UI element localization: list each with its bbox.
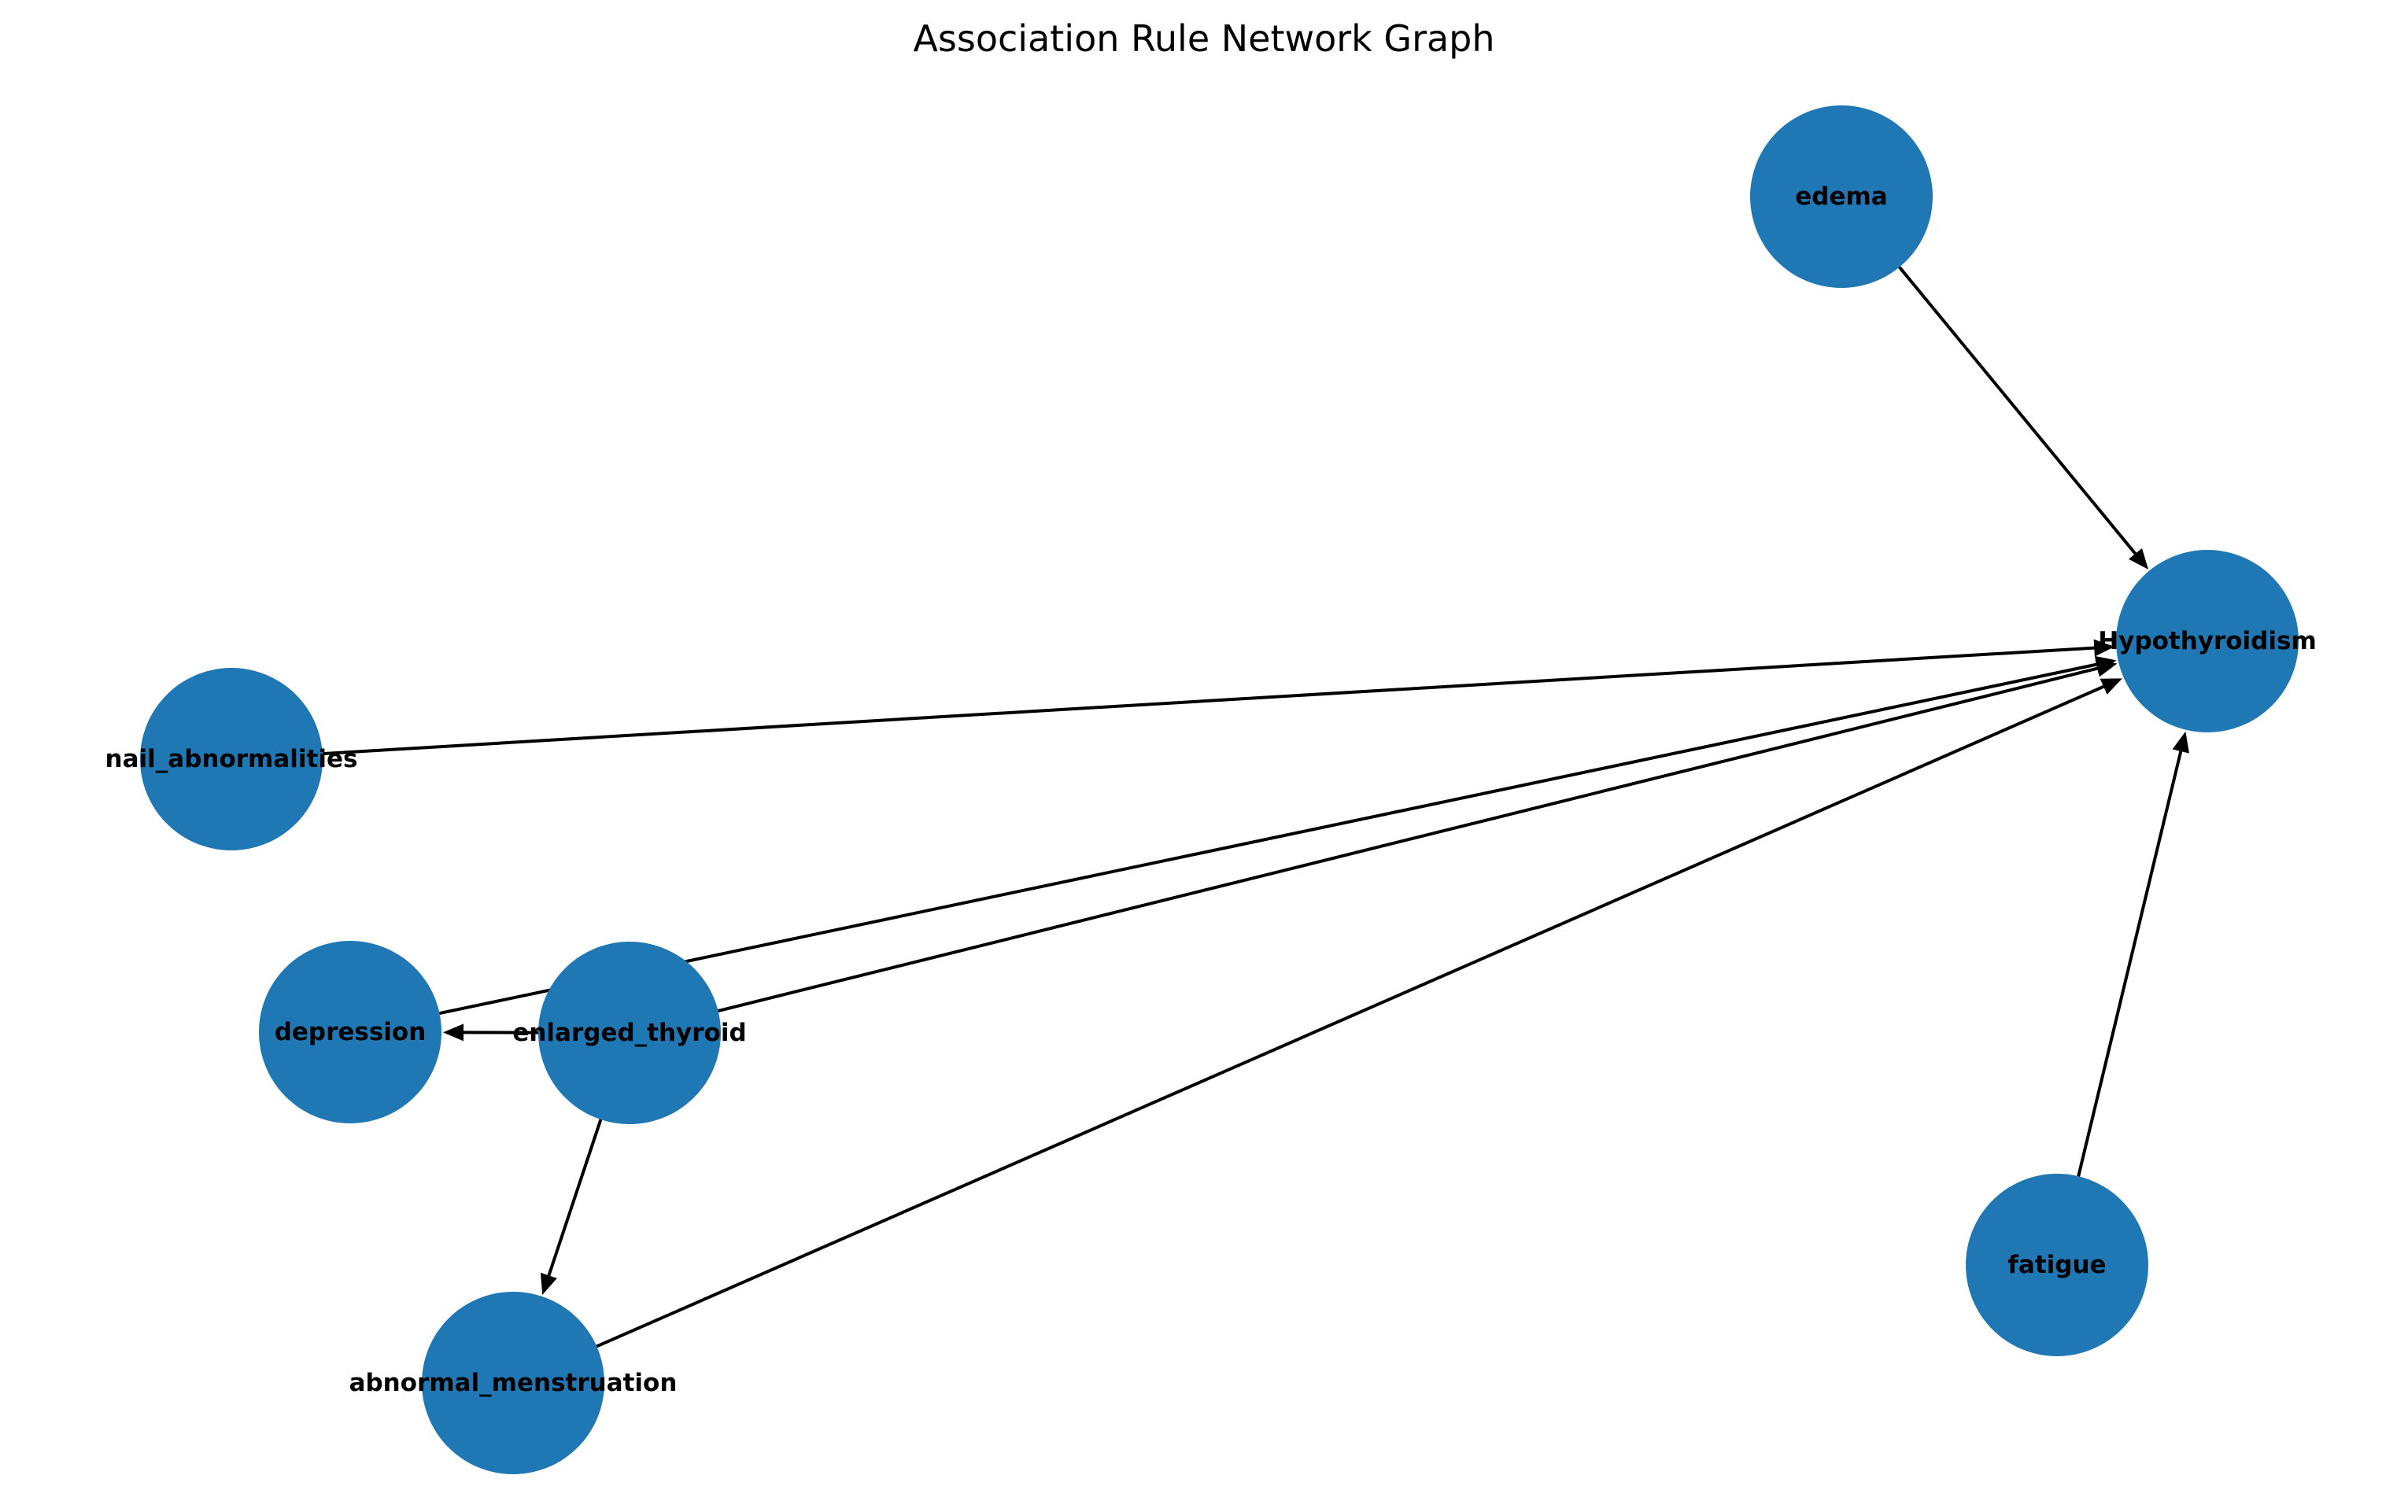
node-label: nail_abnormalities [105, 745, 358, 773]
node-circle [1750, 105, 1933, 288]
edge-line [2077, 749, 2183, 1177]
edge-line [322, 646, 2096, 756]
node-label: enlarged_thyroid [512, 1019, 746, 1047]
node-circle [259, 941, 441, 1123]
edge-enlarged-thyroid-to-depression [442, 1023, 539, 1042]
node-circle [1966, 1174, 2148, 1356]
arrowhead [2093, 639, 2115, 657]
node-circle [140, 668, 323, 850]
node-circle [538, 942, 721, 1124]
arrowhead [442, 1023, 464, 1042]
node-edema: edema [1750, 105, 1933, 288]
edges-layer [322, 266, 2189, 1348]
arrowhead [2128, 548, 2149, 570]
edge-line [546, 1119, 603, 1278]
node-circle [2116, 550, 2299, 732]
node-label: edema [1795, 183, 1887, 211]
edge-enlarged-thyroid-to-abnormal-menstruation [541, 1119, 603, 1296]
node-label: fatigue [2007, 1251, 2106, 1279]
node-enlarged-thyroid: enlarged_thyroid [512, 942, 747, 1124]
node-fatigue: fatigue [1966, 1174, 2148, 1356]
edge-line [439, 662, 2099, 1016]
diagram-title: Association Rule Network Graph [913, 17, 1495, 60]
node-label: abnormal_menstruation [349, 1369, 678, 1397]
edge-nail-abnormalities-to-hypothyroidism [322, 639, 2115, 756]
node-label: depression [275, 1018, 427, 1046]
node-label: Hypothyroidism [2098, 627, 2317, 655]
arrowhead [2100, 678, 2122, 695]
edge-fatigue-to-hypothyroidism [2077, 731, 2189, 1177]
edge-abnormal-menstruation-to-hypothyroidism [596, 678, 2122, 1348]
edge-line [596, 684, 2106, 1348]
edge-line [1898, 266, 2138, 556]
arrowhead [2172, 731, 2189, 754]
arrowhead [541, 1272, 557, 1296]
node-depression: depression [259, 941, 441, 1123]
node-circle [422, 1292, 604, 1474]
node-abnormal-menstruation: abnormal_menstruation [349, 1292, 678, 1474]
node-nail-abnormalities: nail_abnormalities [105, 668, 358, 850]
node-hypothyroidism: Hypothyroidism [2098, 550, 2317, 732]
edge-depression-to-hypothyroidism [439, 655, 2117, 1016]
edge-enlarged-thyroid-to-hypothyroidism [718, 660, 2118, 1012]
edge-line [718, 666, 2100, 1012]
arrowhead [2095, 660, 2118, 677]
edge-edema-to-hypothyroidism [1898, 266, 2149, 570]
